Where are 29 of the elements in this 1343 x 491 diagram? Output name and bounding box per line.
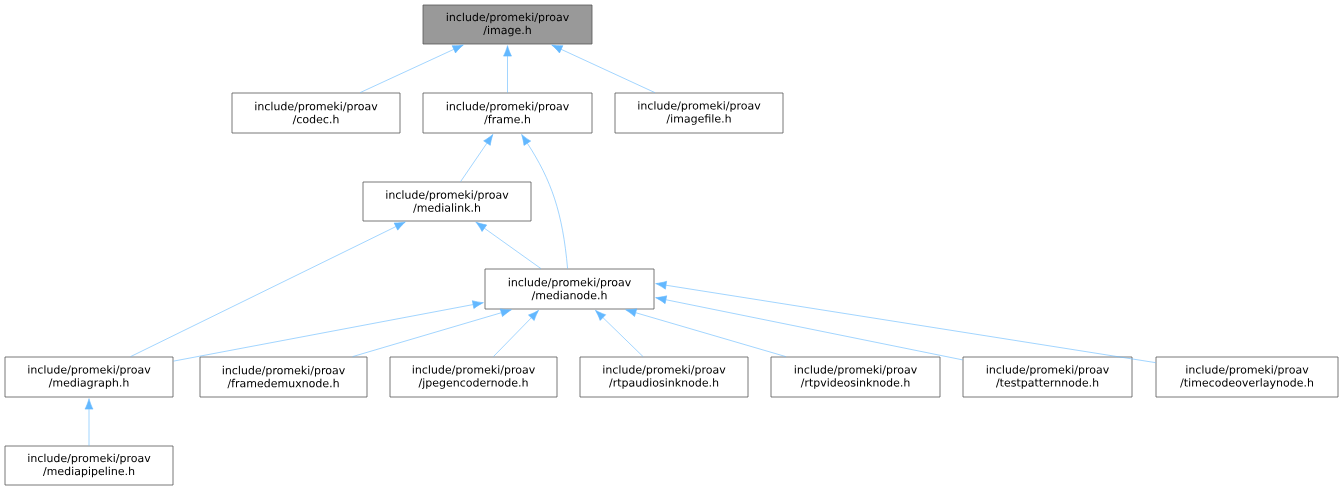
file-box: include/promeki/proav /rtpvideosinknode.h <box>770 356 941 398</box>
arrow <box>359 44 464 93</box>
file-box: include/promeki/proav /rtpaudiosinknode.h <box>579 356 749 398</box>
arrow <box>595 309 644 357</box>
file-box: include/promeki/proav /testpatternnode.h <box>962 356 1133 398</box>
arrow <box>173 300 484 362</box>
arrow <box>475 221 542 269</box>
arrow <box>655 295 963 361</box>
file-box: include/promeki/proav /medialink.h <box>362 181 532 222</box>
file-box: include/promeki/proav /frame.h <box>422 92 593 134</box>
arrow <box>551 44 656 93</box>
arrow <box>521 134 568 269</box>
file-box: include/promeki/proav /codec.h <box>231 92 401 134</box>
arrow <box>460 134 494 182</box>
arrow <box>503 45 512 93</box>
arrow <box>625 308 787 357</box>
arrow <box>493 310 539 357</box>
file-box: include/promeki/proav /jpegencodernode.h <box>389 356 558 398</box>
file-box: include/promeki/proav /mediapipeline.h <box>4 445 174 486</box>
file-box: include/promeki/proav /framedemuxnode.h <box>199 356 368 398</box>
arrow <box>655 281 1156 363</box>
arrow <box>352 308 512 357</box>
file-box: include/promeki/proav /mediagraph.h <box>4 356 174 398</box>
file-box: include/promeki/proav /medianode.h <box>484 268 655 310</box>
arrow <box>130 221 406 357</box>
file-box: include/promeki/proav /imagefile.h <box>614 92 784 134</box>
file-box: include/promeki/proav /image.h <box>422 4 593 45</box>
file-box: include/promeki/proav /timecodeoverlaynode.h <box>1155 356 1339 398</box>
arrow <box>84 398 94 446</box>
